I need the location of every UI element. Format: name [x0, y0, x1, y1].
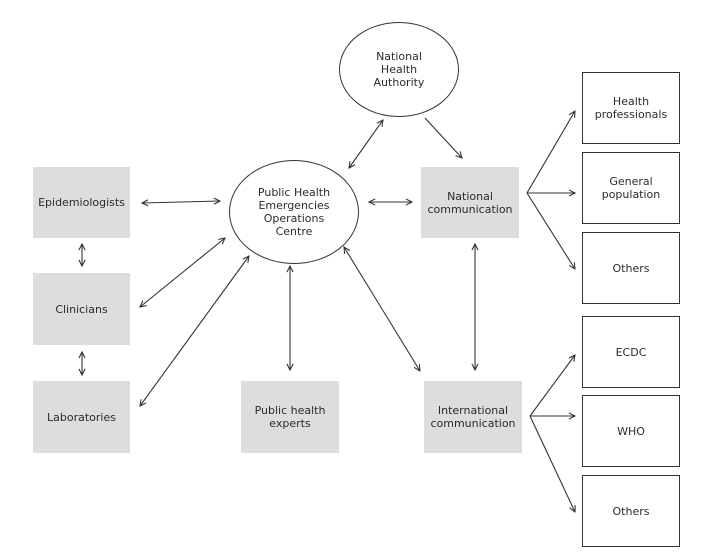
- node-label: ECDC: [615, 345, 647, 359]
- node-label: Others: [612, 504, 650, 518]
- node-label: Health professionals: [594, 95, 668, 121]
- node-label: National Health Authority: [373, 50, 425, 89]
- node-label: WHO: [617, 424, 645, 438]
- node-laboratories: Laboratories: [33, 381, 130, 453]
- edge-international-to-others: [529, 415, 575, 512]
- node-label: Others: [612, 261, 650, 275]
- edge-authority-national-comm: [424, 117, 462, 158]
- node-others-national: Others: [582, 232, 680, 304]
- edge-national-to-health-professionals: [526, 111, 575, 194]
- node-ecdc: ECDC: [582, 316, 680, 388]
- node-public-health-experts: Public health experts: [241, 381, 339, 453]
- node-health-professionals: Health professionals: [582, 72, 680, 144]
- node-international-communication: International communication: [424, 381, 522, 453]
- node-clinicians: Clinicians: [33, 273, 130, 345]
- node-general-population: General population: [582, 152, 680, 224]
- edge-clinicians-pheoc: [140, 238, 225, 307]
- node-label: General population: [601, 175, 661, 201]
- node-who: WHO: [582, 395, 680, 467]
- edge-international-to-ecdc: [529, 355, 575, 417]
- edge-national-to-others: [526, 192, 575, 269]
- node-label: Epidemiologists: [38, 196, 125, 209]
- edge-laboratories-pheoc: [140, 256, 249, 406]
- node-label: Clinicians: [55, 302, 108, 316]
- node-label: International communication: [430, 404, 516, 430]
- node-label: Public health experts: [254, 404, 326, 430]
- node-label: National communication: [427, 189, 513, 216]
- node-national-communication: National communication: [421, 167, 519, 238]
- edge-pheoc-international-comm: [344, 247, 420, 371]
- edge-epidemiologists-pheoc: [142, 201, 220, 203]
- node-national-health-authority: National Health Authority: [339, 22, 459, 117]
- node-epidemiologists: Epidemiologists: [33, 167, 130, 238]
- node-others-international: Others: [582, 475, 680, 547]
- node-public-health-eoc: Public Health Emergencies Operations Cen…: [229, 160, 359, 264]
- node-label: Public Health Emergencies Operations Cen…: [257, 186, 331, 238]
- node-label: Laboratories: [47, 410, 116, 424]
- edge-authority-pheoc: [349, 120, 383, 168]
